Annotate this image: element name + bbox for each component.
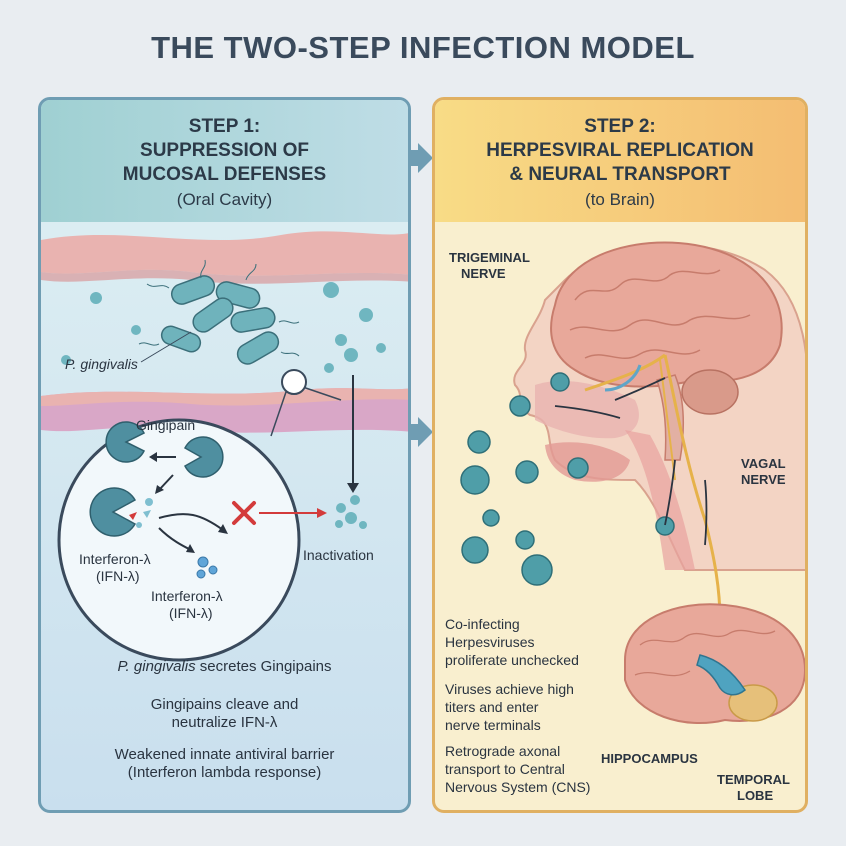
summary-line: Co-infecting bbox=[445, 616, 520, 632]
ifn-abbr-2: (IFN-λ) bbox=[169, 605, 213, 621]
zoom-origin-circle bbox=[281, 369, 307, 395]
gingipain-icon bbox=[105, 421, 146, 463]
vagal-nerve-path bbox=[663, 354, 722, 621]
temporal-lobe-label-2: LOBE bbox=[737, 788, 774, 803]
step2-summary-1: Co-infecting Herpesviruses proliferate u… bbox=[445, 615, 579, 669]
step1-panel: STEP 1: SUPPRESSION OF MUCOSAL DEFENSES … bbox=[38, 97, 411, 813]
step1-heading: STEP 1: bbox=[188, 116, 261, 137]
trigeminal-nerve-path bbox=[584, 353, 666, 392]
vagal-label-2: NERVE bbox=[741, 472, 786, 487]
bacteria-pointer-line bbox=[140, 331, 192, 363]
step1-subtitle: (Oral Cavity) bbox=[176, 190, 273, 209]
temporal-lobe-label-1: TEMPORAL bbox=[717, 772, 790, 787]
step2-summary-3: Retrograde axonal transport to Central N… bbox=[445, 742, 590, 796]
step1-summary-1: P. gingivalis secretes Gingipains bbox=[41, 658, 408, 676]
summary-line: Gingipains cleave and bbox=[150, 696, 299, 713]
inhibition-x-icon bbox=[232, 501, 256, 525]
ifn-fragments bbox=[136, 498, 153, 528]
summary-line: transport to Central bbox=[445, 761, 565, 777]
upper-epithelium-layer bbox=[41, 231, 408, 276]
summary-line: neutralize IFN-λ bbox=[171, 714, 278, 731]
step2-title-line1: HERPESVIRAL REPLICATION bbox=[486, 140, 754, 161]
trigeminal-label-1: TRIGEMINAL bbox=[449, 250, 530, 265]
ifn-abbr-1: (IFN-λ) bbox=[96, 568, 140, 584]
p-gingivalis-bacteria bbox=[160, 275, 280, 365]
step1-title-line2: MUCOSAL DEFENSES bbox=[122, 164, 327, 185]
step1-header: STEP 1: SUPPRESSION OF MUCOSAL DEFENSES … bbox=[41, 100, 408, 222]
summary-line: proliferate unchecked bbox=[445, 652, 579, 668]
zoom-circle bbox=[57, 418, 301, 662]
summary-line: Viruses achieve high bbox=[445, 681, 574, 697]
trigeminal-label-2: NERVE bbox=[461, 266, 506, 281]
brain-icon bbox=[550, 241, 783, 388]
ifn-lambda-molecules bbox=[196, 556, 218, 579]
gingipain-label: Gingipain bbox=[136, 417, 196, 433]
step2-panel: STEP 2: HERPESVIRAL REPLICATION & NEURAL… bbox=[432, 97, 808, 813]
summary-italic: P. gingivalis bbox=[117, 658, 196, 675]
step2-heading: STEP 2: bbox=[584, 116, 656, 137]
summary-line: nerve terminals bbox=[445, 717, 541, 733]
oral-mucosa-illustration bbox=[41, 231, 408, 662]
ifn-particles bbox=[61, 282, 386, 373]
summary-line: (Interferon lambda response) bbox=[127, 764, 322, 781]
hippocampus-icon bbox=[696, 654, 747, 696]
vagal-label-1: VAGAL bbox=[741, 456, 786, 471]
head-brain-illustration bbox=[460, 241, 805, 724]
step1-summary-2: Gingipains cleave and neutralize IFN-λ bbox=[41, 696, 408, 732]
step1-summary-3: Weakened innate antiviral barrier (Inter… bbox=[41, 746, 408, 782]
middle-connector-arrow bbox=[411, 417, 433, 447]
main-title: THE TWO-STEP INFECTION MODEL bbox=[151, 30, 695, 65]
summary-line: Retrograde axonal bbox=[445, 743, 561, 759]
gingipain-icon bbox=[89, 487, 137, 537]
summary-line: Herpesviruses bbox=[445, 634, 535, 650]
inactivated-particles bbox=[335, 495, 367, 529]
gingipain-icon bbox=[184, 436, 224, 478]
oral-cavity bbox=[545, 442, 630, 482]
summary-line: titers and enter bbox=[445, 699, 539, 715]
ifn-label-2: Interferon-λ bbox=[151, 588, 223, 604]
hippocampus-label: HIPPOCAMPUS bbox=[601, 751, 698, 766]
summary-rest: secretes Gingipains bbox=[195, 658, 332, 675]
ifn-label-1: Interferon-λ bbox=[79, 551, 151, 567]
step2-header: STEP 2: HERPESVIRAL REPLICATION & NEURAL… bbox=[435, 100, 805, 222]
step1-title-line1: SUPPRESSION OF bbox=[140, 140, 309, 161]
herpesvirus-particles bbox=[460, 372, 675, 586]
summary-line: Weakened innate antiviral barrier bbox=[114, 746, 335, 763]
step2-summary-2: Viruses achieve high titers and enter ne… bbox=[445, 680, 574, 734]
cerebellum bbox=[681, 369, 739, 415]
summary-line: Nervous System (CNS) bbox=[445, 779, 591, 795]
inactivation-label: Inactivation bbox=[303, 547, 374, 563]
step2-subtitle: (to Brain) bbox=[585, 190, 655, 209]
temporal-lobe-highlight bbox=[728, 684, 778, 722]
bacteria-flagella bbox=[138, 259, 300, 357]
step2-title-line2: & NEURAL TRANSPORT bbox=[509, 164, 731, 185]
p-gingivalis-label: P. gingivalis bbox=[65, 356, 138, 372]
top-connector-arrow bbox=[411, 143, 433, 173]
